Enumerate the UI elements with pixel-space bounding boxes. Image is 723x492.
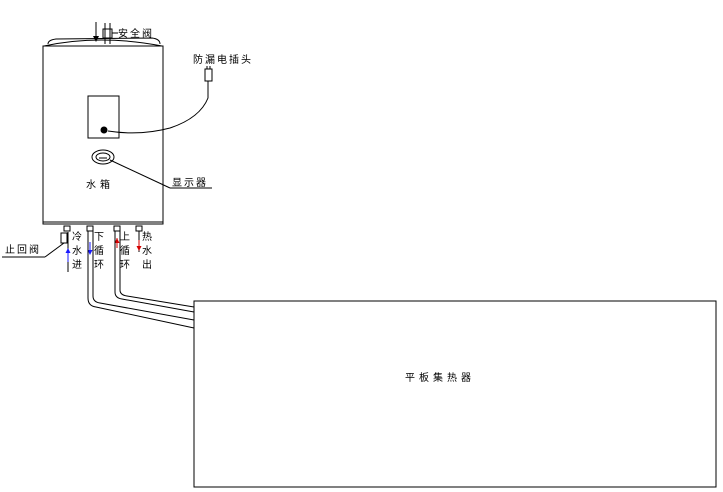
safety-valve: 安全阀 — [93, 22, 154, 44]
cold-in-char-1: 冷 — [72, 230, 84, 243]
lower-circulation: 下 循 环 — [87, 232, 106, 271]
lower-loop-char-1: 下 — [94, 232, 106, 243]
display-unit: 显示器 — [91, 149, 212, 189]
hot-out-char-3: 出 — [142, 258, 154, 271]
leakage-plug: 防漏电插头 — [107, 53, 253, 134]
leakage-plug-label: 防漏电插头 — [193, 53, 253, 66]
lower-loop-char-2: 循 — [94, 244, 106, 257]
upper-loop-char-2: 循 — [120, 244, 132, 257]
lower-loop-char-3: 环 — [94, 260, 106, 271]
flat-plate-collector: 平板集热器 — [193, 300, 717, 488]
hot-out-char-2: 水 — [142, 245, 154, 257]
control-box — [87, 95, 120, 139]
cold-water-inlet: 冷 水 进 — [65, 230, 84, 272]
check-valve: 止回阀 — [2, 232, 68, 258]
hot-out-char-1: 热 — [142, 230, 154, 243]
upper-circulation: 上 循 环 — [114, 231, 132, 271]
hot-water-outlet: 热 水 出 — [136, 230, 154, 271]
pipe-fittings — [63, 225, 143, 232]
collector-label: 平板集热器 — [405, 371, 475, 384]
tank-label: 水箱 — [86, 178, 114, 191]
display-label: 显示器 — [172, 177, 208, 189]
upper-loop-char-1: 上 — [120, 231, 132, 243]
safety-valve-label: 安全阀 — [118, 27, 154, 40]
circulation-pipes — [87, 231, 195, 329]
cold-in-char-2: 水 — [72, 245, 84, 257]
cold-in-char-3: 进 — [72, 259, 84, 271]
upper-loop-char-3: 环 — [120, 260, 132, 271]
check-valve-label: 止回阀 — [5, 243, 41, 256]
